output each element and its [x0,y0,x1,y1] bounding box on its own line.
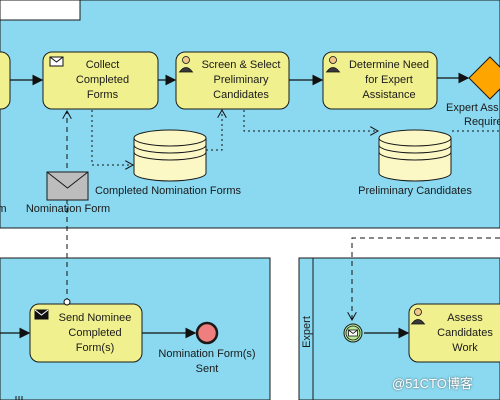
filled-envelope-icon [34,309,49,320]
partial-task-left[interactable] [0,51,11,110]
assoc-collect-to-store [91,110,133,165]
gateway-label-line1: Expert Ass [446,102,499,114]
watermark: @51CTO博客 [392,376,473,391]
task-assess-label: Assess Candidates Work [437,311,493,354]
user-icon [325,56,341,73]
task-collect-label: Collect Completed Forms [75,59,130,101]
data-store-completed-label: Completed Nomination Forms [94,185,242,197]
top-pool-header-box [0,0,81,21]
nomination-form-label: Nomination Form [25,203,111,215]
lane-label-expert: Expert [301,316,313,348]
assoc-store-to-screen [206,110,222,151]
message-flow-expert [352,237,500,320]
envelope-icon [49,56,64,67]
data-store-preliminary[interactable] [378,129,452,182]
scroll-tick-marks [15,396,23,400]
assoc-screen-to-prelim [243,110,378,131]
nomination-form-envelope-icon[interactable] [46,171,89,201]
task-determine-label: Determine Need for Expert Assistance [348,59,430,101]
gateway-diamond[interactable] [468,56,500,100]
data-store-preliminary-label: Preliminary Candidates [358,185,472,197]
message-flow-origin [63,298,71,306]
gateway-label-line2: Require [464,116,500,128]
message-catch-event[interactable] [343,323,363,343]
data-store-completed-forms[interactable] [133,129,207,182]
edge-fragment-label: m [0,203,7,215]
task-send-label: Send Nominee Completed Form(s) [58,311,132,354]
user-icon [178,56,194,73]
end-event-label: Nomination Form(s) Sent [158,348,256,375]
task-screen-label: Screen & Select Preliminary Candidates [201,59,281,101]
user-icon [410,308,426,325]
end-event[interactable] [195,321,219,345]
